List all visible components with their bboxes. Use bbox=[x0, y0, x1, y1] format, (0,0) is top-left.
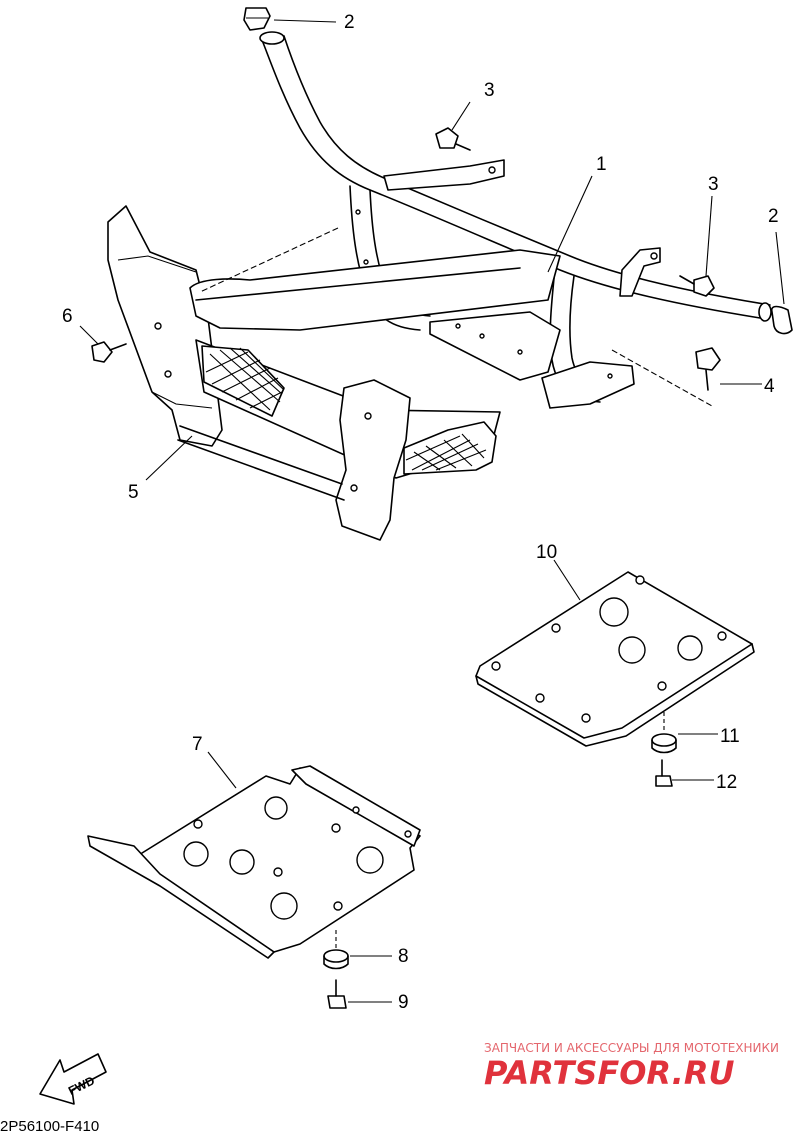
watermark-logo: PARTSFOR.RU bbox=[484, 1054, 734, 1092]
mesh-grid-right bbox=[405, 433, 487, 471]
callout-6: 6 bbox=[62, 306, 73, 327]
bolt-6 bbox=[91, 341, 127, 363]
skid-plate-upper bbox=[475, 571, 755, 747]
bolt-3-left bbox=[435, 127, 471, 151]
callout-1: 1 bbox=[596, 154, 607, 175]
callout-10: 10 bbox=[536, 542, 557, 563]
mesh-grid-left bbox=[205, 347, 285, 411]
grommet-11 bbox=[651, 733, 677, 754]
watermark: ЗАПЧАСТИ И АКСЕССУАРЫ ДЛЯ МОТОТЕХНИКИ PA… bbox=[484, 1041, 779, 1092]
callout-9: 9 bbox=[398, 992, 409, 1013]
bolt-12 bbox=[655, 759, 673, 787]
leader-lines bbox=[79, 19, 785, 1003]
callout-2-top: 2 bbox=[344, 12, 355, 33]
callout-11: 11 bbox=[720, 726, 740, 747]
callout-2-right: 2 bbox=[768, 206, 779, 227]
callout-3-left: 3 bbox=[484, 80, 495, 101]
bolt-9 bbox=[327, 979, 347, 1009]
front-guard-assembly bbox=[107, 205, 561, 541]
callout-8: 8 bbox=[398, 946, 409, 967]
bolt-3-right bbox=[679, 275, 715, 297]
fwd-arrow-icon: FWD bbox=[39, 1053, 107, 1105]
drawing-code: 2P56100-F410 bbox=[0, 1118, 99, 1133]
bolt-4 bbox=[695, 347, 721, 391]
front-bumper-tube bbox=[259, 31, 772, 409]
callout-12: 12 bbox=[716, 772, 737, 793]
callout-5: 5 bbox=[128, 482, 139, 503]
cap-2-right bbox=[770, 305, 793, 335]
grommet-8 bbox=[323, 949, 349, 970]
skid-plate-lower bbox=[87, 765, 421, 959]
cap-2-top bbox=[243, 7, 271, 31]
callout-7: 7 bbox=[192, 734, 203, 755]
watermark-tagline: ЗАПЧАСТИ И АКСЕССУАРЫ ДЛЯ МОТОТЕХНИКИ bbox=[484, 1041, 779, 1055]
callout-3-right: 3 bbox=[708, 174, 719, 195]
callout-4: 4 bbox=[764, 376, 775, 397]
